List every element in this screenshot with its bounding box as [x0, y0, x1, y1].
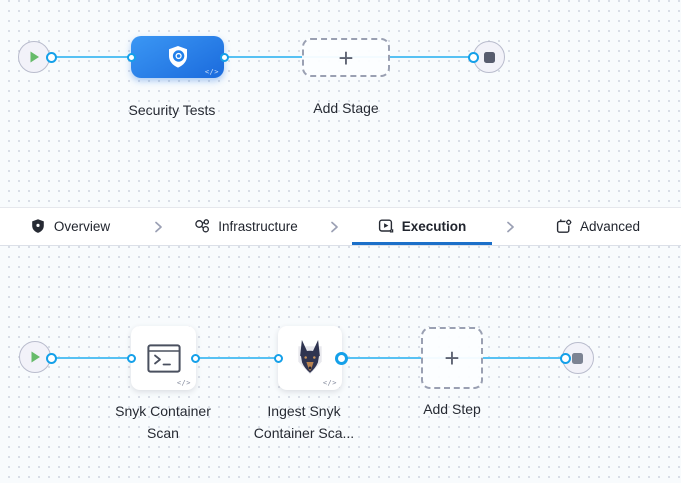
play-icon	[31, 351, 40, 363]
connector-ring	[559, 352, 571, 364]
code-badge: </>	[322, 379, 337, 387]
chevron-right-icon	[331, 221, 338, 232]
snyk-dog-icon	[298, 340, 322, 375]
shield-icon	[32, 219, 44, 233]
connector-dot	[191, 353, 200, 363]
connector-ring	[45, 51, 57, 63]
connector-ring	[467, 51, 479, 63]
connector-ring	[45, 352, 57, 364]
stage-flow-line	[36, 56, 489, 58]
tab-label: Infrastructure	[218, 218, 298, 234]
step-label: Snyk Container Scan	[93, 400, 233, 444]
connector-dot	[219, 52, 229, 62]
step-label-line: Container Sca...	[253, 425, 355, 441]
security-shield-icon	[168, 46, 187, 68]
stage-card-security-tests[interactable]: </>	[131, 36, 224, 78]
plus-icon: +	[444, 343, 460, 373]
add-step-label: Add Step	[423, 401, 481, 417]
step-label-line: Snyk Container	[115, 403, 211, 419]
step-label-line: Ingest Snyk	[267, 403, 341, 419]
code-badge: </>	[176, 379, 191, 387]
step-card-snyk-container-scan[interactable]: </>	[131, 326, 196, 390]
tab-separator	[316, 208, 352, 245]
add-step-button[interactable]: +	[421, 327, 483, 389]
advanced-gear-icon	[556, 218, 572, 233]
execution-play-icon	[378, 219, 393, 233]
tab-label: Execution	[401, 218, 467, 234]
connector-dot	[126, 52, 136, 62]
stop-icon	[483, 51, 495, 63]
chevron-right-icon	[155, 221, 162, 232]
step-label-line: Scan	[147, 425, 179, 441]
tab-label: Advanced	[579, 218, 641, 234]
connector-dot	[127, 353, 136, 363]
stage-canvas: </> Security Tests + Add Stage	[0, 0, 681, 207]
stop-icon	[572, 352, 583, 364]
tab-label: Overview	[53, 218, 111, 234]
tab-separator	[140, 208, 176, 245]
infrastructure-icon	[195, 219, 210, 233]
step-card-ingest-snyk[interactable]: </>	[278, 326, 342, 390]
tab-overview[interactable]: Overview	[0, 208, 140, 245]
chevron-right-icon	[507, 221, 514, 232]
add-stage-button[interactable]: +	[302, 38, 390, 77]
pipeline-start-node	[18, 41, 50, 73]
add-stage-label: Add Stage	[313, 100, 379, 116]
tab-advanced[interactable]: Advanced	[528, 208, 668, 245]
step-label: Ingest Snyk Container Sca...	[234, 400, 374, 444]
tab-separator	[492, 208, 528, 245]
stage-label: Security Tests	[128, 102, 216, 118]
code-badge: </>	[204, 68, 219, 76]
terminal-icon	[146, 343, 181, 373]
tab-infrastructure[interactable]: Infrastructure	[176, 208, 316, 245]
stage-tab-bar: Overview Infrastructure	[0, 207, 681, 246]
play-icon	[30, 51, 39, 63]
tab-execution[interactable]: Execution	[352, 208, 492, 245]
plus-icon: +	[338, 42, 354, 73]
connector-dot	[274, 353, 283, 363]
connector-ring[interactable]	[335, 351, 348, 365]
